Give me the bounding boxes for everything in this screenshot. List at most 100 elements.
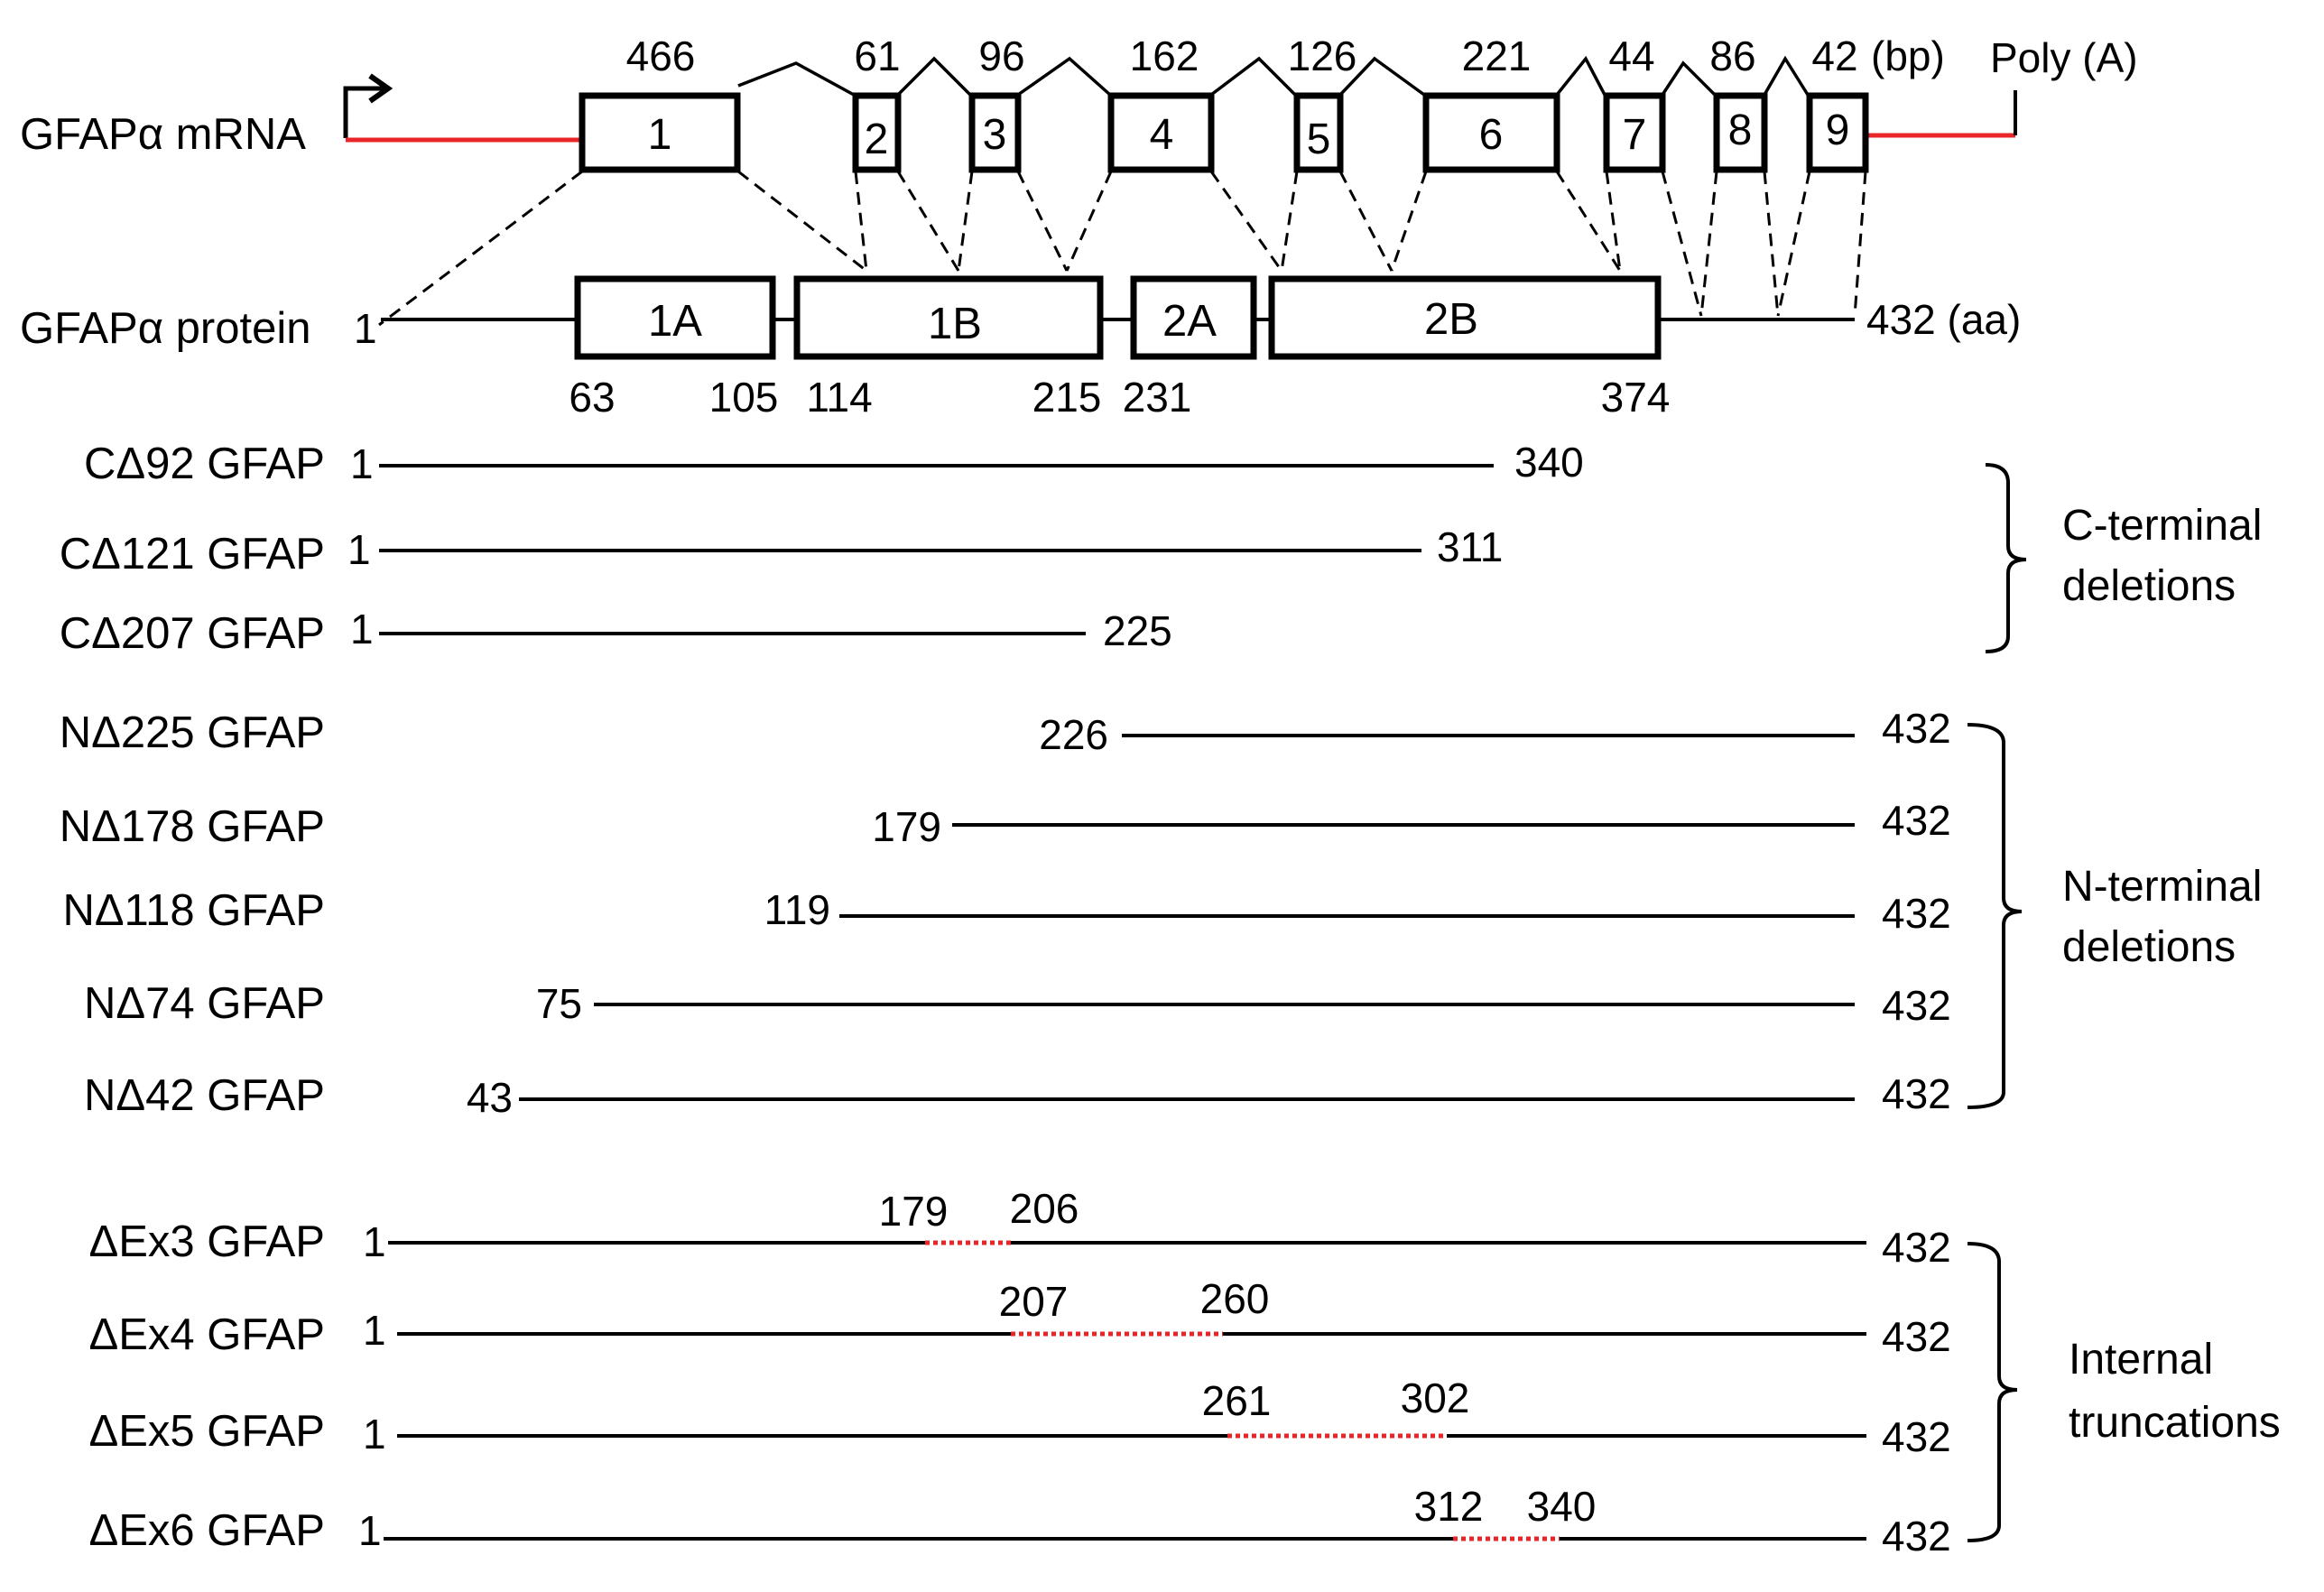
start-residue: 43 xyxy=(467,1074,513,1121)
n-terminal-lines xyxy=(519,734,1855,1101)
domain-2b-box xyxy=(1268,275,1662,360)
exon-3-number: 3 xyxy=(983,111,1007,159)
exon-9-box xyxy=(1806,92,1869,173)
construct-label: CΔ207 GFAP xyxy=(60,609,325,658)
exon-8-bp: 86 xyxy=(1709,32,1755,79)
domain-1a-box xyxy=(574,275,776,360)
mrna-track: GFAPα mRNA Poly (A) (bp) xyxy=(20,32,2138,173)
gap-start-residue: 207 xyxy=(999,1278,1069,1325)
gap-start-residue: 179 xyxy=(879,1188,949,1235)
exon-7-number: 7 xyxy=(1623,111,1647,159)
exon-numbers: 1 2 3 4 5 6 7 8 9 xyxy=(648,106,1850,163)
end-residue: 432 xyxy=(1882,1070,1951,1117)
internal-bracket xyxy=(1967,1242,2018,1542)
exon-2-bp: 61 xyxy=(854,32,900,79)
construct-label: CΔ121 GFAP xyxy=(60,530,325,578)
end-residue: 340 xyxy=(1514,439,1584,486)
gap-end-residue: 340 xyxy=(1527,1483,1597,1530)
protein-track: GFAPα protein 1 432 (aa) 1A 1B 2A 2B 63 … xyxy=(20,275,2021,421)
domain-1b-box xyxy=(793,275,1104,360)
exon-1-box xyxy=(579,92,741,173)
exon-7-bp: 44 xyxy=(1608,32,1654,79)
exon-1-bp: 466 xyxy=(626,32,696,79)
c-terminal-deletions: CΔ92 GFAP CΔ121 GFAP CΔ207 GFAP 1 340 1 … xyxy=(60,439,1584,658)
bp-unit-label: (bp) xyxy=(1871,32,1945,79)
domain-boxes xyxy=(574,275,1662,360)
construct-label: CΔ92 GFAP xyxy=(84,440,325,488)
gap-end-residue: 260 xyxy=(1200,1275,1270,1322)
end-residue: 432 xyxy=(1882,1313,1951,1360)
boundary-374: 374 xyxy=(1601,374,1671,421)
construct-label: ΔEx5 GFAP xyxy=(89,1407,326,1456)
protein-start: 1 xyxy=(354,305,377,352)
n-terminal-start-numbers: 226 179 119 75 43 xyxy=(467,711,1108,1121)
group-brackets xyxy=(1967,463,2027,1542)
c-terminal-lines xyxy=(379,464,1494,635)
protein-label: GFAPα protein xyxy=(20,304,310,353)
end-residue: 311 xyxy=(1437,523,1503,570)
n-terminal-group-line1: N-terminal xyxy=(2062,863,2262,911)
n-terminal-bracket xyxy=(1967,723,2023,1109)
n-terminal-deletions: NΔ225 GFAP NΔ178 GFAP NΔ118 GFAP NΔ74 GF… xyxy=(60,705,1951,1121)
construct-label: ΔEx3 GFAP xyxy=(89,1217,326,1266)
exon-4-bp: 162 xyxy=(1130,32,1199,79)
intron-connectors xyxy=(737,55,1810,97)
end-residue: 432 xyxy=(1882,890,1951,937)
internal-gap-numbers: 179 206 207 260 261 302 312 340 xyxy=(879,1185,1597,1530)
domain-1a-label: 1A xyxy=(648,297,702,346)
exon-4-box xyxy=(1107,92,1215,173)
start-residue: 1 xyxy=(363,1411,386,1458)
domain-1b-label: 1B xyxy=(928,300,982,348)
n-terminal-group-line2: deletions xyxy=(2062,923,2236,971)
exon-7-box xyxy=(1603,92,1666,173)
construct-label: ΔEx6 GFAP xyxy=(89,1506,326,1555)
exon-to-protein-mapping xyxy=(378,170,1867,327)
c-terminal-bracket xyxy=(1985,463,2027,653)
internal-truncations: ΔEx3 GFAP ΔEx4 GFAP ΔEx5 GFAP ΔEx6 GFAP … xyxy=(89,1185,1951,1560)
exon-6-bp: 221 xyxy=(1462,32,1532,79)
c-terminal-labels: CΔ92 GFAP CΔ121 GFAP CΔ207 GFAP xyxy=(60,440,325,658)
boundary-63: 63 xyxy=(569,374,615,421)
start-residue: 1 xyxy=(363,1218,386,1265)
exon-sizes: 466 61 96 162 126 221 44 86 42 xyxy=(626,32,1858,79)
start-residue: 1 xyxy=(358,1507,382,1554)
end-residue: 432 xyxy=(1882,1224,1951,1271)
exon-4-number: 4 xyxy=(1150,111,1174,159)
construct-label: NΔ225 GFAP xyxy=(60,708,325,757)
start-residue: 75 xyxy=(536,980,582,1027)
domain-2a-label: 2A xyxy=(1162,297,1217,346)
protein-end: 432 (aa) xyxy=(1866,296,2021,343)
exon-2-box xyxy=(852,92,902,173)
internal-lines xyxy=(384,1241,1866,1541)
mrna-label: GFAPα mRNA xyxy=(20,110,306,159)
start-residue: 226 xyxy=(1039,711,1108,758)
domain-boundaries: 63 105 114 215 231 374 xyxy=(569,374,1670,421)
exon-9-bp: 42 xyxy=(1811,32,1857,79)
n-terminal-labels: NΔ225 GFAP NΔ178 GFAP NΔ118 GFAP NΔ74 GF… xyxy=(60,708,325,1120)
c-terminal-group-line2: deletions xyxy=(2062,562,2236,610)
end-residue: 432 xyxy=(1882,1513,1951,1560)
end-residue: 432 xyxy=(1882,1413,1951,1460)
end-residue: 432 xyxy=(1882,797,1951,844)
internal-group-line1: Internal xyxy=(2069,1336,2213,1384)
exon-boxes xyxy=(579,92,1869,173)
exon-9-number: 9 xyxy=(1826,106,1850,154)
c-terminal-group-line1: C-terminal xyxy=(2062,502,2262,550)
exon-5-number: 5 xyxy=(1307,116,1331,163)
gap-end-residue: 302 xyxy=(1401,1374,1470,1421)
construct-label: NΔ74 GFAP xyxy=(84,979,325,1028)
deleted-segments xyxy=(925,1240,1560,1541)
c-terminal-numbers: 1 340 1 311 1 225 xyxy=(347,439,1584,654)
internal-group-line2: truncations xyxy=(2069,1399,2281,1447)
n-terminal-end-numbers: 432 432 432 432 432 xyxy=(1882,705,1951,1117)
end-residue: 225 xyxy=(1103,607,1172,654)
domain-names: 1A 1B 2A 2B xyxy=(648,295,1478,348)
start-residue: 179 xyxy=(872,803,941,850)
polya-label: Poly (A) xyxy=(1990,34,2138,81)
construct-label: ΔEx4 GFAP xyxy=(89,1310,326,1359)
exon-3-bp: 96 xyxy=(978,32,1024,79)
exon-2-number: 2 xyxy=(865,116,889,163)
end-residue: 432 xyxy=(1882,982,1951,1029)
boundary-231: 231 xyxy=(1123,374,1192,421)
